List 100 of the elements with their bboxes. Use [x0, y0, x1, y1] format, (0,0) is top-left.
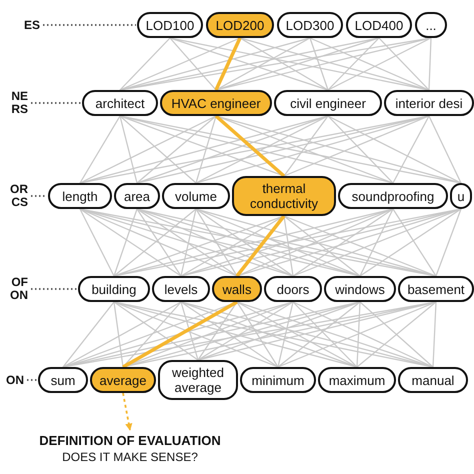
connector-line	[180, 302, 278, 368]
connector-line	[79, 116, 121, 184]
connector-line	[284, 215, 436, 277]
connector-line	[114, 208, 196, 276]
node-pill: interior desi	[384, 90, 474, 116]
highlighted-connector	[236, 214, 286, 278]
connector-line	[170, 37, 328, 91]
leader-line	[31, 195, 47, 197]
connector-line	[292, 302, 358, 368]
connector-line	[62, 302, 114, 368]
connector-line	[283, 216, 294, 276]
question-text: DOES IT MAKE SENSE?	[62, 450, 198, 464]
row-heading: ON	[0, 373, 24, 387]
leader-line	[31, 102, 81, 104]
connector-line	[80, 208, 182, 276]
node-pill: soundproofing	[338, 183, 448, 209]
connector-line	[216, 37, 310, 91]
connector-line	[360, 208, 462, 276]
connector-line	[170, 38, 216, 90]
node-pill: basement	[398, 276, 474, 302]
connector-line	[278, 302, 360, 368]
highlighted-connector	[214, 114, 286, 178]
node-pill: LOD300	[277, 12, 343, 38]
connector-line	[240, 37, 328, 91]
highlighted-connector	[122, 300, 238, 369]
leader-line	[43, 24, 136, 26]
connector-line	[120, 38, 170, 90]
node-pill: volume	[162, 183, 230, 209]
node-pill: maximum	[318, 367, 396, 393]
highlighted-pill: LOD200	[206, 12, 274, 38]
connector-line	[62, 301, 182, 368]
arrow	[122, 392, 132, 431]
heading: DEFINITION OF EVALUATION	[39, 432, 221, 448]
connector-line	[136, 208, 182, 276]
highlighted-connector	[214, 37, 242, 91]
connector-line	[196, 115, 328, 184]
row-heading: ES	[0, 18, 40, 32]
connector-line	[309, 38, 329, 90]
connector-line	[195, 116, 217, 184]
highlighted-pill: walls	[212, 276, 262, 302]
connector-line	[236, 301, 358, 368]
node-pill: architect	[82, 90, 158, 116]
connector-line	[328, 116, 394, 184]
connector-line	[392, 116, 430, 184]
node-pill: weighted average	[158, 360, 238, 400]
highlighted-pill: average	[90, 367, 156, 393]
connector-line	[310, 37, 430, 91]
connector-line	[328, 37, 432, 91]
connector-line	[378, 38, 430, 90]
connector-line	[236, 302, 278, 368]
node-pill: ...	[415, 12, 447, 38]
leader-line	[31, 288, 77, 290]
connector-line	[392, 208, 436, 276]
node-pill: u	[450, 183, 472, 209]
node-pill: building	[78, 276, 150, 302]
node-pill: manual	[398, 367, 468, 393]
node-pill: LOD400	[346, 12, 412, 38]
node-pill: doors	[264, 276, 322, 302]
connector-line	[284, 115, 430, 177]
row-heading: NE RS	[0, 90, 28, 116]
connector-line	[79, 208, 115, 276]
connector-line	[277, 302, 294, 368]
connector-line	[359, 208, 394, 276]
connector-line	[428, 38, 432, 90]
connector-line	[292, 208, 394, 276]
row-heading: OF ON	[0, 276, 28, 302]
connector-line	[113, 208, 138, 276]
connector-line	[180, 302, 199, 360]
connector-line	[328, 38, 380, 90]
connector-line	[180, 208, 197, 276]
connector-line	[284, 116, 328, 176]
connector-line	[428, 116, 462, 184]
connector-line	[435, 208, 462, 276]
connector-line	[120, 37, 240, 91]
connector-line	[120, 116, 196, 184]
connector-line	[198, 302, 238, 360]
connector-line	[195, 208, 238, 276]
row-heading: OR CS	[0, 183, 28, 209]
node-pill: LOD100	[137, 12, 203, 38]
node-pill: windows	[324, 276, 396, 302]
node-pill: sum	[38, 367, 88, 393]
connector-line	[114, 302, 198, 360]
connector-line	[356, 302, 361, 368]
node-pill: length	[48, 183, 112, 209]
node-pill: minimum	[240, 367, 316, 393]
connector-line	[113, 302, 124, 368]
node-pill: levels	[152, 276, 210, 302]
connector-line	[432, 302, 437, 368]
connector-line	[196, 208, 294, 276]
connector-line	[198, 301, 294, 361]
connector-line	[196, 115, 430, 184]
leader-line	[27, 379, 37, 381]
connector-line	[136, 208, 238, 276]
connector-line	[284, 216, 360, 276]
connector-line	[136, 116, 216, 184]
node-pill: area	[114, 183, 160, 209]
connector-line	[328, 115, 462, 184]
highlighted-pill: thermal conductivity	[232, 176, 336, 216]
connector-line	[119, 116, 138, 184]
connector-line	[80, 115, 216, 184]
